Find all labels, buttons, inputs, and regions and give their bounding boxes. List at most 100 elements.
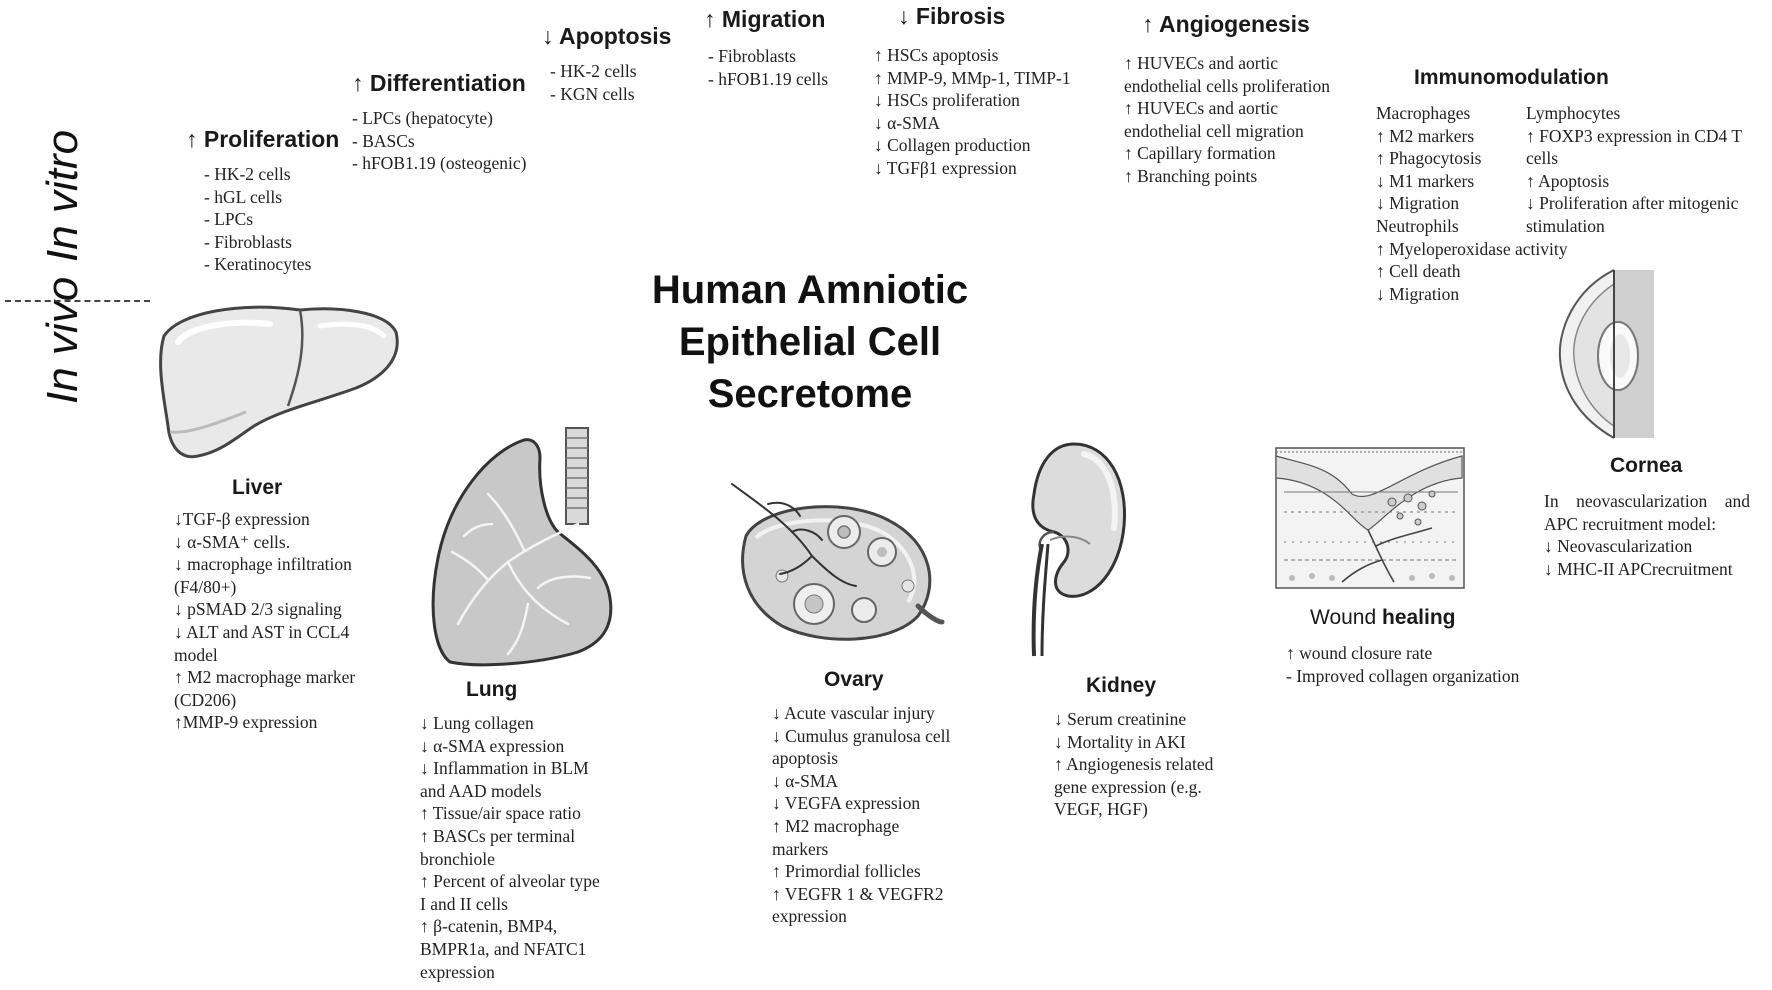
list-item: ↑ Percent of alveolar type <box>420 871 600 892</box>
list-item: ↓ HSCs proliferation <box>874 90 1020 111</box>
lung-block: Lung ↓ Lung collagen ↓ α-SMA expression … <box>420 678 630 983</box>
wound-list: ↑ wound closure rate - Improved collagen… <box>1286 642 1546 687</box>
list-item: ↓ TGFβ1 expression <box>874 157 1017 178</box>
list-item: ↓ pSMAD 2/3 signaling <box>174 599 342 620</box>
list-item: gene expression (e.g. <box>1054 776 1202 797</box>
liver-title: Liver <box>232 476 283 499</box>
list-item: stimulation <box>1526 215 1605 236</box>
in-vivo-label: In vivo <box>38 276 87 404</box>
migration-list: - Fibroblasts - hFOB1.19 cells <box>708 45 828 90</box>
fibrosis-title: ↓ Fibrosis <box>898 3 1006 29</box>
list-item: - Fibroblasts <box>204 231 292 252</box>
list-item: ↑ Angiogenesis related <box>1054 754 1214 775</box>
list-item: - hFOB1.19 cells <box>708 68 829 89</box>
liver-icon <box>159 305 399 459</box>
proliferation-title: ↑ Proliferation <box>186 126 340 152</box>
in-vitro-label: In vitro <box>38 129 87 262</box>
list-item: ↑ β-catenin, BMP4, <box>420 916 558 937</box>
list-item: ↓ Inflammation in BLM <box>420 758 589 779</box>
list-item: - LPCs (hepatocyte) <box>352 108 493 128</box>
list-item: ↑ FOXP3 expression in CD4 T <box>1526 125 1743 146</box>
list-item: - KGN cells <box>550 83 635 104</box>
list-item: ↓ α-SMA <box>874 112 941 133</box>
list-item: endothelial cells proliferation <box>1124 75 1331 96</box>
list-item: ↓ MHC-II APCrecruitment <box>1544 558 1733 579</box>
list-item: ↑ VEGFR 1 & VEGFR2 <box>772 883 944 904</box>
list-item: cells <box>1526 148 1559 169</box>
ovary-title: Ovary <box>824 668 884 691</box>
list-item: ↑ Myeloperoxidase activity <box>1376 238 1568 259</box>
proliferation-list: - HK-2 cells - hGL cells - LPCs - Fibrob… <box>204 163 339 276</box>
list-item: ↑ BASCs per terminal <box>420 825 576 846</box>
cornea-eye-icon <box>1558 269 1654 439</box>
wound-block: Wound healing ↑ wound closure rate - Imp… <box>1286 606 1546 687</box>
list-item: - LPCs <box>204 209 254 230</box>
cornea-block: Cornea In neovascularization and APC rec… <box>1544 454 1770 580</box>
differentiation-title: ↑ Differentiation <box>352 70 526 96</box>
list-item: (F4/80+) <box>174 576 237 597</box>
list-item: ↓ α-SMA <box>772 770 839 791</box>
list-item: ↓ Serum creatinine <box>1054 709 1187 729</box>
list-item: ↑ Capillary formation <box>1124 143 1276 164</box>
list-item: ↓ Lung collagen <box>420 713 534 733</box>
list-item: I and II cells <box>420 893 508 914</box>
immunomodulation-title: Immunomodulation <box>1414 66 1609 89</box>
list-item: expression <box>420 961 495 982</box>
list-item: - HK-2 cells <box>550 61 637 81</box>
list-item: ↑ HUVECs and aortic <box>1124 98 1279 119</box>
list-item: ↓ VEGFA expression <box>772 793 921 814</box>
cornea-title: Cornea <box>1610 454 1683 477</box>
kidney-icon <box>1031 442 1127 657</box>
list-item: and AAD models <box>420 780 542 801</box>
migration-block: ↑ Migration - Fibroblasts - hFOB1.19 cel… <box>704 6 828 90</box>
list-item: ↓ Collagen production <box>874 135 1031 156</box>
list-item: ↓ α-SMA expression <box>420 735 565 756</box>
immunomodulation-right-list: Lymphocytes ↑ FOXP3 expression in CD4 T … <box>1526 102 1742 238</box>
immunomodulation-block: Immunomodulation Macrophages ↑ M2 marker… <box>1376 66 1766 304</box>
list-item: BMPR1a, and NFATC1 <box>420 938 587 959</box>
differentiation-block: ↑ Differentiation - LPCs (hepatocyte) - … <box>352 70 527 175</box>
cornea-list: In neovascularization and APC recruitmen… <box>1544 490 1770 580</box>
list-item: apoptosis <box>772 748 839 769</box>
list-item: ↑ Cell death <box>1376 261 1461 282</box>
list-item: Neutrophils <box>1376 215 1459 236</box>
list-item: ↑ Phagocytosis <box>1376 148 1482 169</box>
list-item: ↓ macrophage infiltration <box>174 554 352 575</box>
list-item: - hFOB1.19 (osteogenic) <box>352 153 527 174</box>
list-item: Macrophages <box>1376 103 1471 123</box>
ovary-block: Ovary ↓ Acute vascular injury ↓ Cumulus … <box>772 668 1012 928</box>
ovary-icon <box>731 483 945 641</box>
list-item: ↓ Migration <box>1376 283 1460 304</box>
list-item: markers <box>772 838 829 859</box>
fibrosis-list: ↑ HSCs apoptosis ↑ MMP-9, MMp-1, TIMP-1 … <box>874 44 1071 180</box>
list-item: ↓ Migration <box>1376 193 1460 214</box>
kidney-list: ↓ Serum creatinine ↓ Mortality in AKI ↑ … <box>1054 708 1254 821</box>
list-item: ↑ Branching points <box>1124 165 1258 186</box>
list-item: ↓ ALT and AST in CCL4 <box>174 621 350 642</box>
kidney-title: Kidney <box>1086 674 1157 697</box>
lung-title: Lung <box>466 678 518 701</box>
list-item: - Improved collagen organization <box>1286 665 1520 686</box>
kidney-block: Kidney ↓ Serum creatinine ↓ Mortality in… <box>1054 674 1254 821</box>
list-item: ↑ Primordial follicles <box>772 861 921 882</box>
apoptosis-title: ↓ Apoptosis <box>542 23 672 49</box>
main-title-line2: Secretome <box>707 372 913 416</box>
migration-title: ↑ Migration <box>704 6 826 32</box>
list-item: - HK-2 cells <box>204 164 291 184</box>
list-item: ↓ Proliferation after mitogenic <box>1526 193 1739 214</box>
list-item: VEGF, HGF) <box>1054 799 1148 820</box>
skin-wound-icon <box>1275 447 1465 589</box>
fibrosis-block: ↓ Fibrosis ↑ HSCs apoptosis ↑ MMP-9, MMp… <box>874 3 1071 180</box>
wound-title-plain: Wound <box>1310 606 1382 629</box>
list-item: - Fibroblasts <box>708 46 796 66</box>
apoptosis-list: - HK-2 cells - KGN cells <box>550 60 671 105</box>
list-item: ↑ MMP-9, MMp-1, TIMP-1 <box>874 67 1071 88</box>
list-item: - BASCs <box>352 130 415 151</box>
list-item: ↓ Mortality in AKI <box>1054 731 1186 752</box>
list-item: ↓TGF-β expression <box>174 509 310 529</box>
list-item: ↓ α-SMA⁺ cells. <box>174 531 291 552</box>
list-item: Lymphocytes <box>1526 103 1621 123</box>
list-item: ↑ wound closure rate <box>1286 643 1433 663</box>
proliferation-block: ↑ Proliferation - HK-2 cells - hGL cells… <box>186 126 339 276</box>
list-item: bronchiole <box>420 848 495 869</box>
